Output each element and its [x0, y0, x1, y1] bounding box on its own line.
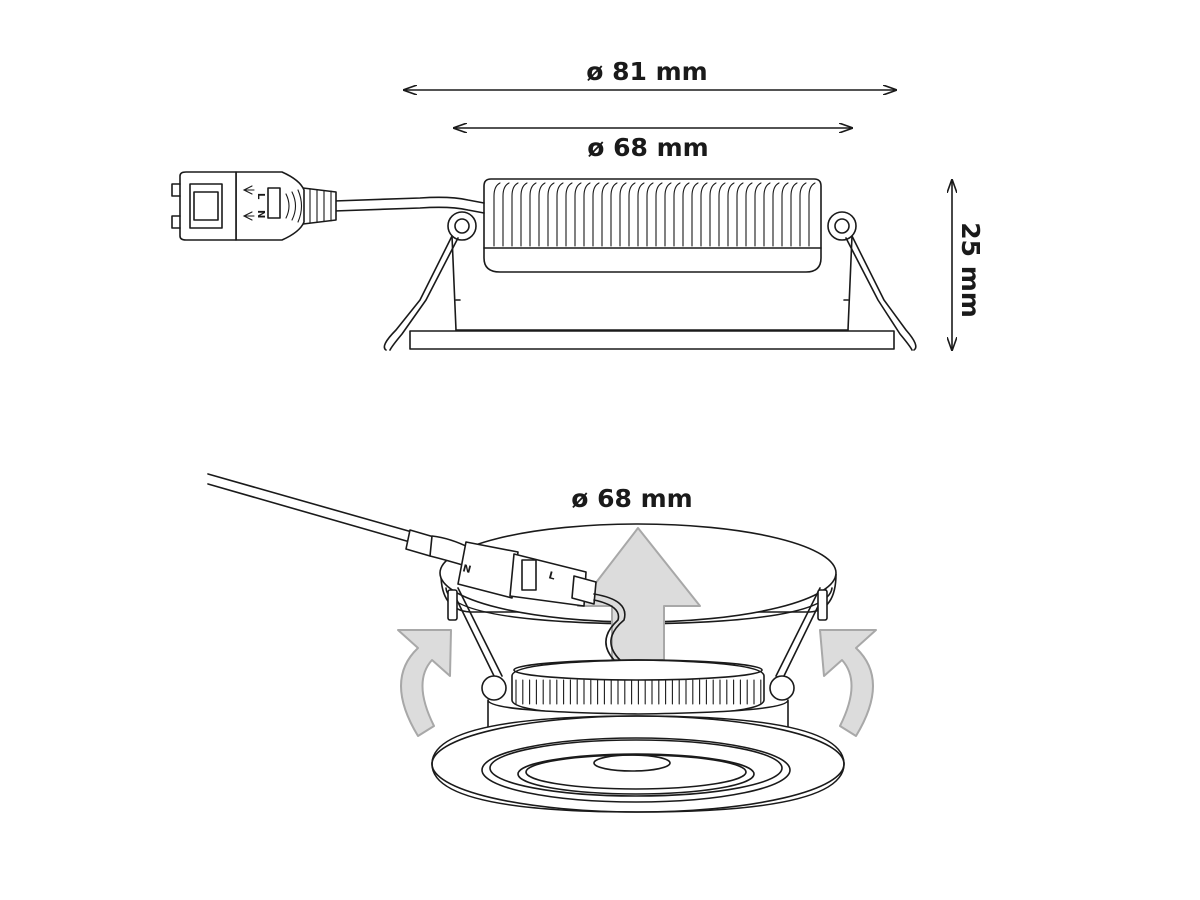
- fin-line: [790, 182, 798, 247]
- cutout-diameter-label: ø 68 mm: [571, 484, 692, 513]
- fin-line: [700, 182, 708, 247]
- fin-line: [682, 182, 690, 247]
- fin-line: [709, 182, 717, 247]
- fin-line: [511, 182, 519, 247]
- inner-diameter-label: ø 68 mm: [587, 133, 708, 162]
- right-clip-loop: [769, 675, 795, 701]
- inner-diameter-dimension: ø 68 mm: [454, 128, 852, 162]
- fin-line: [718, 182, 726, 247]
- fin-line: [610, 182, 618, 247]
- heat-sink-fins: [493, 182, 816, 247]
- fin-line: [655, 182, 663, 247]
- housing-body: [451, 235, 853, 331]
- fin-line: [673, 182, 681, 247]
- heat-sink-fins: [515, 679, 762, 705]
- rotate-arrow-icon: [819, 629, 877, 737]
- fin-line: [772, 182, 780, 247]
- fin-line: [538, 182, 546, 247]
- fin-line: [736, 182, 744, 247]
- outer-diameter-dimension: ø 81 mm: [404, 57, 896, 90]
- fin-line: [565, 182, 573, 247]
- height-dimension: 25 mm: [952, 180, 985, 350]
- left-spring-clip: [383, 211, 477, 351]
- fin-line: [520, 182, 528, 247]
- pin-l-label: L: [255, 193, 266, 200]
- heat-sink-ring: [511, 659, 765, 717]
- fin-line: [763, 182, 771, 247]
- fin-line: [601, 182, 609, 247]
- left-clip-loop: [481, 675, 507, 701]
- lamp-bezel: [431, 715, 845, 813]
- right-spring-clip: [827, 211, 917, 351]
- fin-line: [547, 182, 555, 247]
- pin-l-label: L: [547, 570, 557, 582]
- bezel-ring: [409, 330, 895, 350]
- fin-line: [799, 182, 807, 247]
- fin-line: [583, 182, 591, 247]
- pin-n-label: N: [461, 563, 472, 576]
- fin-line: [646, 182, 654, 247]
- fin-line: [529, 182, 537, 247]
- pin-n-label: N: [255, 210, 266, 218]
- perspective-cable: N L: [207, 473, 626, 661]
- fin-line: [781, 182, 789, 247]
- fin-line: [637, 182, 645, 247]
- fin-line: [664, 182, 672, 247]
- fin-line: [727, 182, 735, 247]
- perspective-view: ø 68 mm: [207, 473, 877, 813]
- fin-line: [628, 182, 636, 247]
- spring-legs: [447, 587, 828, 681]
- fin-line: [754, 182, 762, 247]
- height-label: 25 mm: [956, 222, 985, 318]
- connector-plug: L N: [171, 171, 337, 241]
- heat-sink: [483, 178, 822, 273]
- fin-line: [493, 182, 501, 247]
- fin-line: [574, 182, 582, 247]
- fin-line: [556, 182, 564, 247]
- power-cable: [333, 196, 485, 214]
- fin-line: [592, 182, 600, 247]
- rotate-arrow-icon: [397, 629, 452, 737]
- fin-line: [691, 182, 699, 247]
- fin-line: [808, 182, 816, 247]
- outer-diameter-label: ø 81 mm: [586, 57, 707, 86]
- fin-line: [745, 182, 753, 247]
- fin-line: [619, 182, 627, 247]
- side-view: ø 81 mm ø 68 mm 25 mm: [171, 57, 985, 351]
- fin-line: [502, 182, 510, 247]
